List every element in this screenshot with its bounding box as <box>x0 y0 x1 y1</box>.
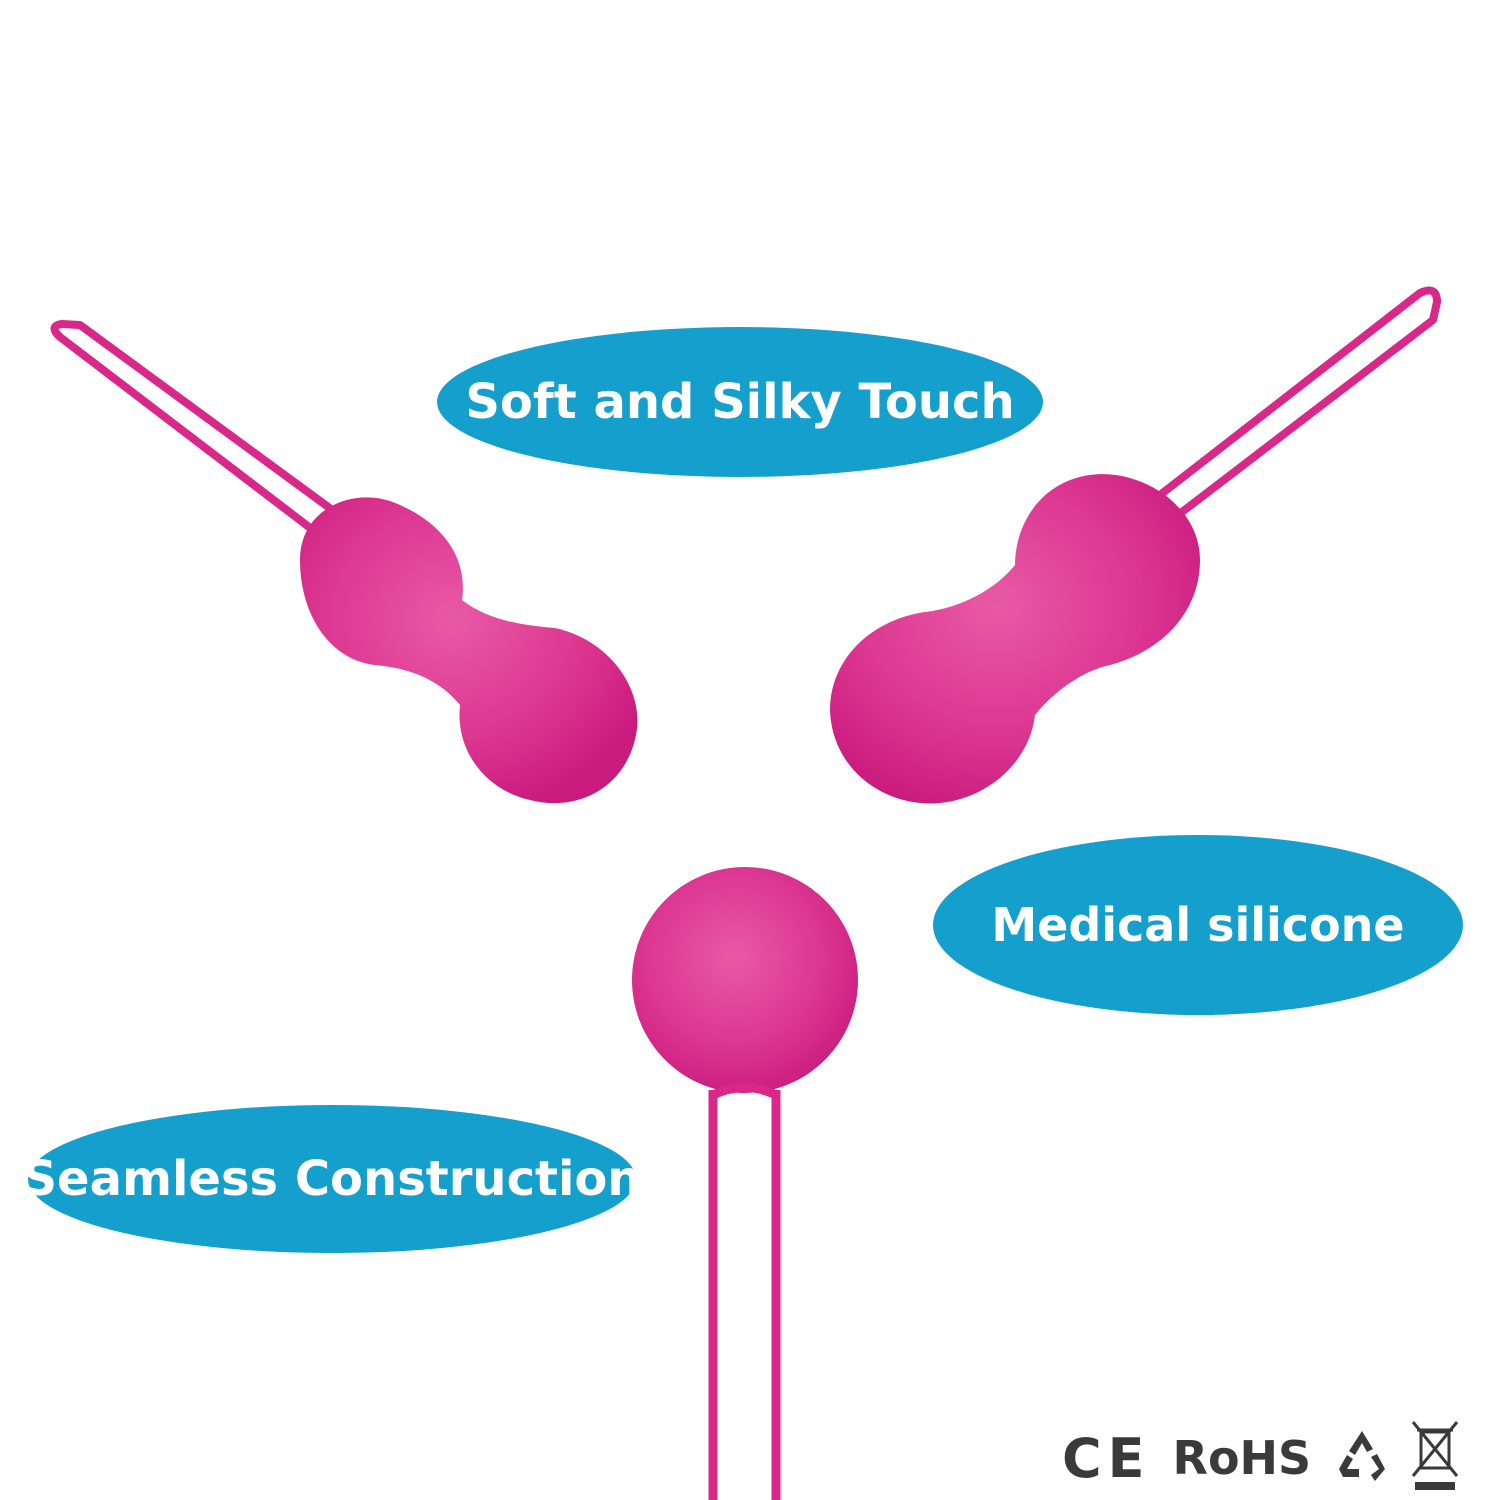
right-retrieval-loop <box>1156 286 1441 516</box>
single-ball-body <box>632 867 858 1093</box>
single-retrieval-loop <box>708 1083 781 1500</box>
badge-ellipse-shape <box>28 1105 636 1253</box>
right-double-ball <box>830 286 1441 804</box>
feature-label: Seamless Construction <box>22 1151 642 1207</box>
ce-mark: CE <box>1062 1426 1151 1490</box>
left-ball-body <box>300 497 638 804</box>
feature-label: Medical silicone <box>991 898 1405 952</box>
feature-badge-soft-touch: Soft and Silky Touch <box>437 327 1043 477</box>
feature-label: Soft and Silky Touch <box>465 374 1015 430</box>
weee-crossed-bin-icon <box>1409 1418 1461 1498</box>
feature-badge-medical-silicone: Medical silicone <box>933 835 1463 1015</box>
certification-marks: CE RoHS <box>1062 1418 1472 1498</box>
left-double-ball <box>50 320 638 804</box>
recycle-icon <box>1333 1429 1391 1487</box>
badge-ellipse-shape <box>437 327 1043 477</box>
rohs-mark: RoHS <box>1172 1431 1312 1485</box>
single-ball <box>632 867 858 1500</box>
right-ball-body <box>830 474 1200 804</box>
badge-ellipse-shape <box>933 835 1463 1015</box>
left-retrieval-loop <box>50 320 350 544</box>
feature-badge-seamless: Seamless Construction <box>22 1105 642 1253</box>
